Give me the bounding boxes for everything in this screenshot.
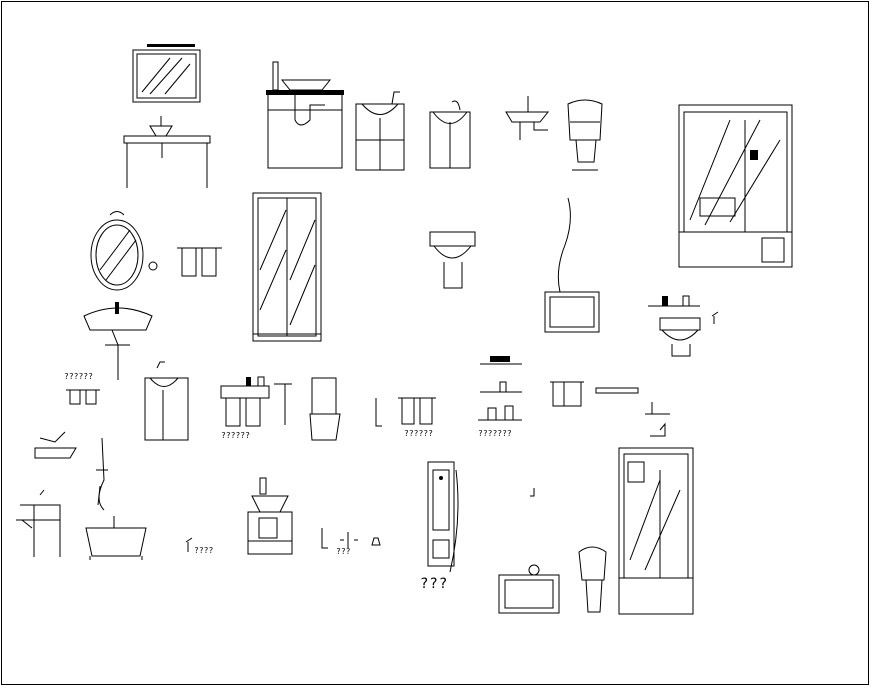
wall-basin: [506, 96, 548, 140]
shower-cabin-large: [679, 105, 792, 267]
wall-hook-small: [186, 538, 192, 552]
clawfoot-bathtub: [86, 516, 146, 560]
bathtub-with-shower-hose: [545, 198, 599, 332]
bathtub-small: [499, 565, 559, 613]
vessel-sink-cabinet: [266, 62, 344, 168]
toilet-tall: [310, 378, 340, 440]
handheld-shower: [96, 438, 108, 510]
mirror-vanity: [124, 44, 210, 188]
towel-hook-bar: [274, 384, 292, 425]
basin-cabinet-2: [430, 101, 470, 168]
grab-bar: [596, 388, 638, 393]
basin-with-towels: [221, 377, 269, 426]
towel-roll-holder: [550, 382, 584, 406]
basin-cabinet-1: [356, 92, 404, 170]
corner-basin-cabinet: [145, 362, 188, 440]
shower-enclosure-door: [253, 193, 321, 341]
toilet-front: [430, 232, 475, 288]
pedestal-basin: [84, 302, 152, 380]
towel-pair: [398, 398, 436, 424]
label-shower-panel: ???: [420, 576, 449, 592]
tap-set: [322, 528, 380, 548]
label-towel-rack: ??????: [64, 372, 93, 381]
label-shelves: ???????: [478, 429, 512, 438]
toilet-top: [568, 100, 602, 170]
shelf-toilet-combo: [648, 296, 718, 356]
label-towel-basin: ??????: [221, 431, 250, 440]
vanity-side: [16, 490, 60, 557]
label-towel-pair: ??????: [404, 429, 433, 438]
vessel-basin-stand: [248, 478, 292, 554]
wall-sink-left: [35, 432, 76, 458]
small-fitting: [530, 488, 534, 496]
towel-rack-2: [66, 390, 100, 404]
shower-cabin-small: [619, 448, 693, 614]
label-accessories: ???: [336, 547, 351, 556]
toilet-front-small: [579, 547, 606, 612]
label-hook: ????: [194, 546, 214, 555]
towel-hanger: [376, 398, 382, 426]
shower-panel: [428, 462, 458, 572]
towel-bar-1: [177, 248, 222, 276]
oval-mirror: [91, 212, 157, 291]
soap-shelf: [645, 402, 670, 436]
wall-shelves: [478, 356, 522, 420]
